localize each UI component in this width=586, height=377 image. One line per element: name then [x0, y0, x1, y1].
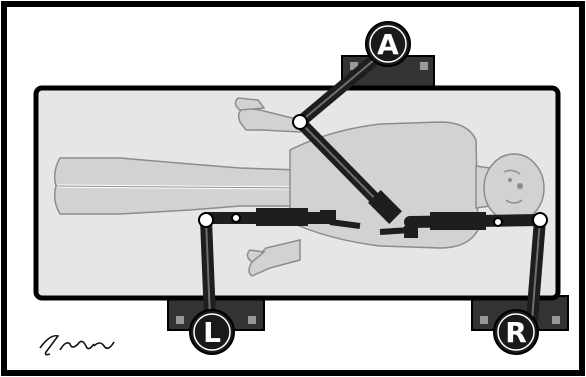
- robotic-arm-left: [198, 208, 361, 324]
- artist-signature: [39, 334, 115, 356]
- label-a: A: [377, 28, 399, 61]
- robotic-arm-right: [379, 212, 548, 326]
- label-badge-l: L: [189, 309, 235, 355]
- label-badge-a: A: [365, 21, 411, 67]
- label-badge-r: R: [493, 309, 539, 355]
- label-r: R: [505, 316, 527, 349]
- label-l: L: [203, 316, 221, 349]
